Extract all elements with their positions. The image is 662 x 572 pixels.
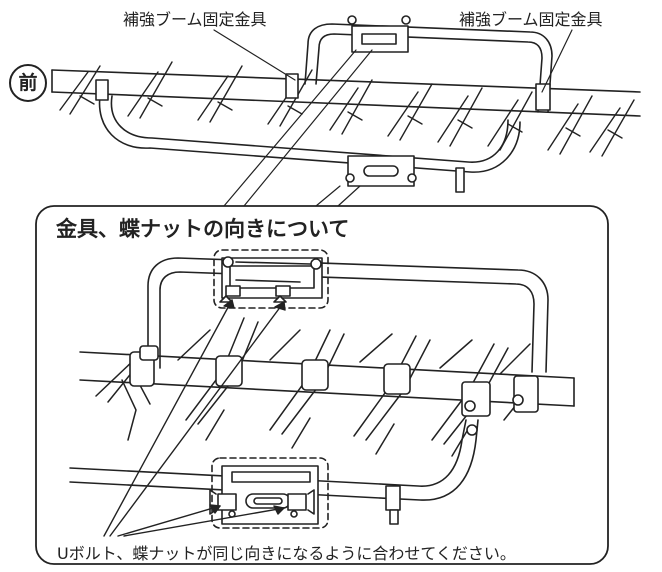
overview-brackets bbox=[95, 15, 551, 193]
detail-upper-bracket bbox=[219, 256, 323, 303]
bracket-label-right: 補強ブーム固定金具 bbox=[459, 10, 603, 29]
detail-highlight-boxes bbox=[211, 249, 329, 529]
detail-arch-pipe bbox=[147, 257, 549, 373]
overview-leader-lines bbox=[213, 29, 573, 93]
overview-reinforcing-boom bbox=[98, 23, 553, 173]
detail-clamps bbox=[129, 345, 539, 436]
front-direction-mark: 前 bbox=[9, 64, 47, 102]
detail-title: 金具、蝶ナットの向きについて bbox=[56, 217, 350, 241]
detail-panel bbox=[35, 205, 609, 565]
detail-lower-bracket bbox=[209, 465, 319, 525]
bracket-label-left: 補強ブーム固定金具 bbox=[123, 10, 267, 29]
zoom-guide-lines bbox=[223, 49, 373, 207]
detail-note: Uボルト、蝶ナットが同じ向きになるように合わせてください。 bbox=[57, 544, 516, 563]
detail-pointer-arrows bbox=[103, 299, 286, 537]
overview-main-boom bbox=[51, 69, 641, 117]
